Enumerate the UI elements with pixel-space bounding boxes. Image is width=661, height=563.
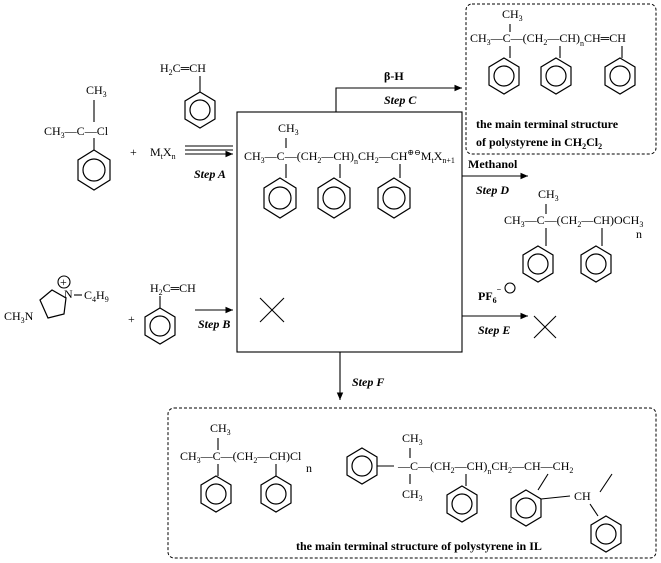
- cross-mark-center: [259, 297, 285, 323]
- methanol-terminated-polystyrene: CH3—C—(CH2—CH)OCH3 n CH3: [504, 187, 643, 283]
- step-b-label: Step B: [198, 317, 230, 331]
- svg-text:CH3: CH3: [210, 421, 231, 437]
- svg-text:CH3: CH3: [538, 187, 559, 203]
- svg-text:n: n: [636, 227, 642, 241]
- svg-text:CH3: CH3: [402, 431, 423, 447]
- svg-text:CH3—C—(CH2—CH)Cl: CH3—C—(CH2—CH)Cl: [180, 449, 302, 465]
- plus-sign-1: +: [130, 145, 137, 159]
- styrene-monomer-bottom: H2C═CH: [144, 281, 196, 345]
- il-caption: the main terminal structure of polystyre…: [296, 539, 542, 553]
- dcm-caption-line1: the main terminal structure: [476, 117, 619, 131]
- svg-text:+: +: [60, 275, 67, 289]
- il-structure-box: [167, 407, 657, 559]
- styrene-monomer-top: H2C═CH: [160, 61, 216, 129]
- indanyl-terminated-polystyrene: —C—(CH2—CH)nCH2—CH—CH2 CH3 CH3 CH: [346, 431, 622, 553]
- dcm-polystyrene-structure: CH3—C—(CH2—CH)nCH═CH CH3: [470, 7, 636, 95]
- svg-text:CH3: CH3: [86, 83, 107, 99]
- dcm-structure-box: [465, 3, 657, 155]
- svg-text:CH3—C—(CH2—CH)OCH3: CH3—C—(CH2—CH)OCH3: [504, 213, 643, 229]
- svg-text:H2C═CH: H2C═CH: [160, 61, 206, 77]
- step-e-label: Step E: [478, 323, 510, 337]
- step-a-arrow: [185, 145, 233, 158]
- step-d-label: Step D: [476, 183, 509, 197]
- svg-text:—C—(CH2—CH)nCH2—CH—CH2: —C—(CH2—CH)nCH2—CH—CH2: [397, 459, 573, 476]
- propagating-carbocation: CH3—C—(CH2—CH)nCH2—CH⊕⊖MtXn+1 CH3: [244, 121, 455, 219]
- svg-text:CH3—C—Cl: CH3—C—Cl: [44, 124, 109, 140]
- pf6-label: PF6−: [478, 285, 502, 305]
- chloride-terminated-polystyrene: CH3—C—(CH2—CH)Cl n CH3: [180, 421, 312, 513]
- step-f-label: Step F: [352, 375, 384, 389]
- svg-text:n: n: [306, 461, 312, 475]
- svg-text:H2C═CH: H2C═CH: [150, 281, 196, 297]
- cumyl-chloride: CH3—C—Cl CH3: [44, 83, 111, 191]
- svg-text:CH3—C—(CH2—CH)nCH2—CH⊕⊖MtXn+1: CH3—C—(CH2—CH)nCH2—CH⊕⊖MtXn+1: [244, 148, 455, 166]
- step-c-arrow: [335, 84, 462, 112]
- step-a-label: Step A: [194, 167, 226, 181]
- svg-text:C4H9: C4H9: [84, 288, 109, 304]
- svg-text:N: N: [64, 287, 73, 301]
- reaction-box: [236, 111, 463, 353]
- plus-sign-2: +: [128, 312, 135, 326]
- cross-mark-right: [533, 315, 557, 339]
- svg-text:CH3: CH3: [502, 7, 523, 23]
- methanol-label: Methanol: [468, 157, 518, 171]
- beta-h-label: β-H: [384, 69, 404, 83]
- ionic-liquid-cation: CH3N N + C4H9: [4, 275, 109, 325]
- svg-text:CH3: CH3: [278, 121, 299, 137]
- step-c-label: Step C: [384, 93, 417, 107]
- lewis-acid: MtXn: [150, 145, 176, 161]
- anion-charge-circle: [504, 282, 516, 294]
- dcm-caption-line2: of polystyrene in CH2Cl2: [476, 135, 602, 151]
- svg-text:CH: CH: [574, 489, 591, 503]
- svg-text:CH3N: CH3N: [4, 309, 34, 325]
- svg-text:CH3: CH3: [402, 487, 423, 503]
- svg-text:CH3—C—(CH2—CH)nCH═CH: CH3—C—(CH2—CH)nCH═CH: [470, 31, 626, 48]
